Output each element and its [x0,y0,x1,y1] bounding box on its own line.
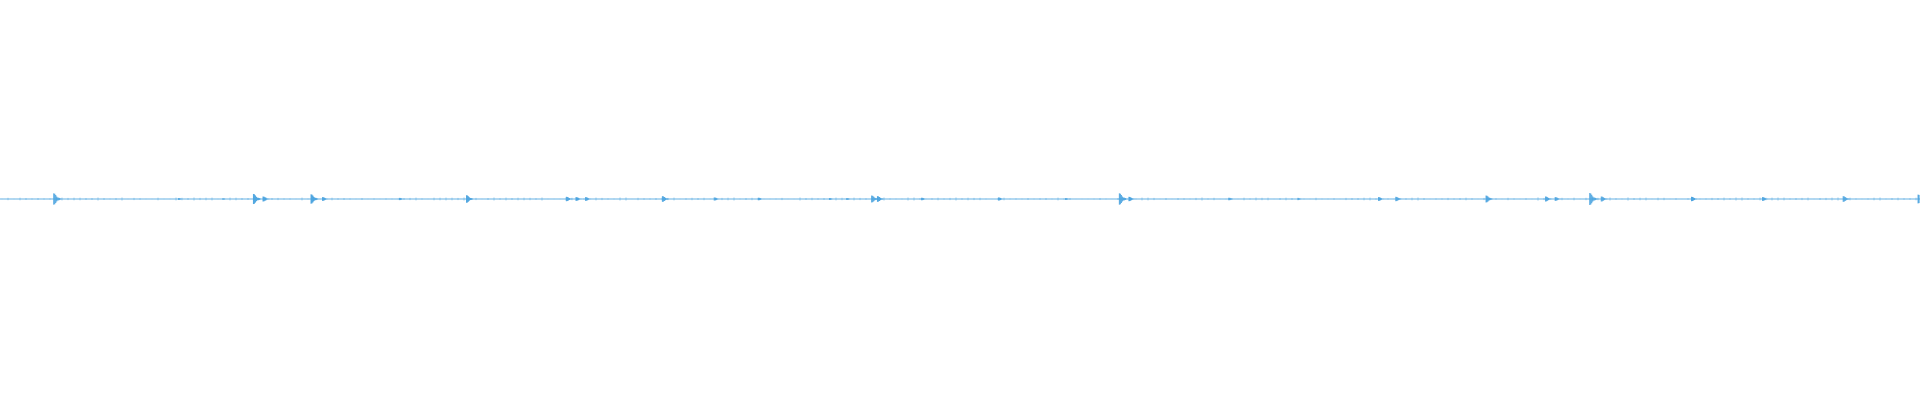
waveform-transients [1,193,1920,205]
